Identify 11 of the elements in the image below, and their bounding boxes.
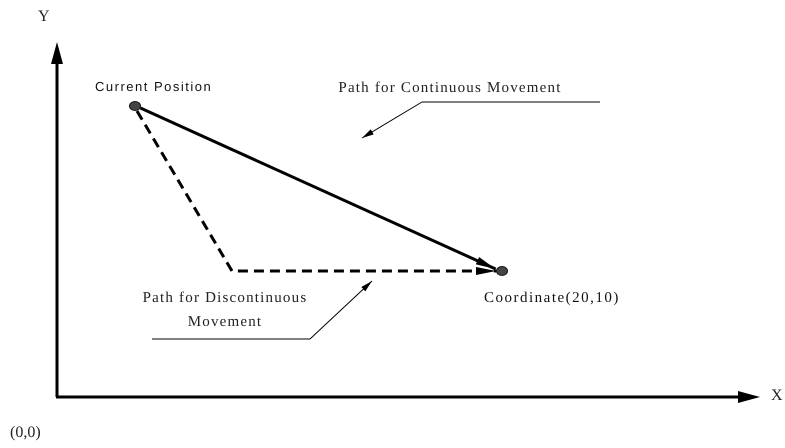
axis-label: X	[771, 387, 783, 405]
point-marker	[496, 266, 508, 276]
path-label: Path for Discontinuous Movement	[112, 286, 338, 334]
point-marker	[129, 101, 141, 111]
leader-line	[362, 102, 422, 138]
path-label: Path for Continuous Movement	[290, 76, 610, 100]
axis-label: (0,0)	[10, 424, 41, 442]
leader-line	[310, 280, 372, 340]
point-label: Coordinate(20,10)	[484, 290, 620, 307]
axis-label: Y	[38, 8, 50, 26]
point-label: Current Position	[95, 79, 212, 94]
